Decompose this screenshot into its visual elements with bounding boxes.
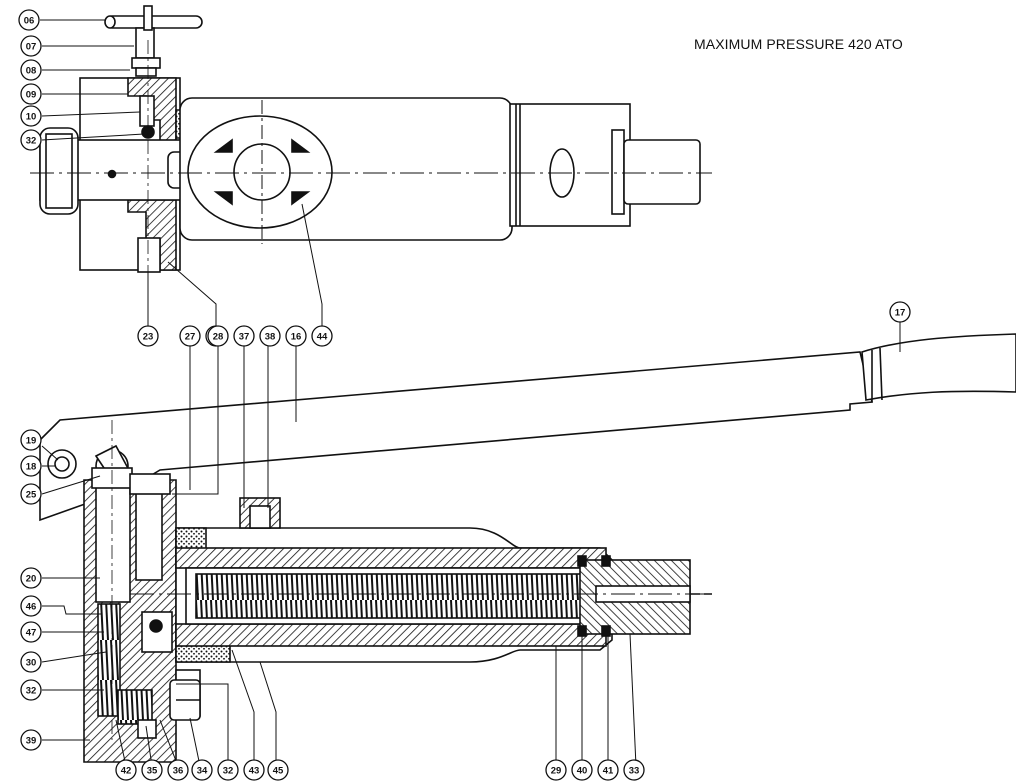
svg-text:38: 38 — [265, 332, 276, 343]
callout-40: 40 — [571, 759, 593, 781]
callouts: 06 07 08 09 10 32 23 28 44 27 28 37 38 1… — [18, 9, 911, 781]
svg-text:43: 43 — [249, 766, 260, 777]
callout-07: 07 — [20, 35, 42, 57]
callout-41: 41 — [597, 759, 619, 781]
svg-text:07: 07 — [26, 42, 37, 53]
callout-47: 47 — [20, 621, 42, 643]
svg-text:25: 25 — [26, 490, 37, 501]
svg-text:32: 32 — [26, 136, 37, 147]
seal-rings — [577, 555, 611, 637]
callout-08: 08 — [20, 59, 42, 81]
callout-23: 23 — [137, 325, 159, 347]
svg-text:27: 27 — [185, 332, 196, 343]
svg-text:44: 44 — [317, 332, 328, 343]
svg-text:40: 40 — [577, 766, 588, 777]
svg-text:41: 41 — [603, 766, 614, 777]
leader-lines — [40, 19, 901, 767]
callout-25: 25 — [20, 483, 42, 505]
svg-text:19: 19 — [26, 436, 37, 447]
svg-text:17: 17 — [895, 308, 906, 319]
callout-18: 18 — [20, 455, 42, 477]
operating-lever — [39, 333, 1016, 522]
svg-text:39: 39 — [26, 736, 37, 747]
callout-10: 10 — [20, 105, 42, 127]
svg-text:42: 42 — [121, 766, 132, 777]
callout-19: 19 — [20, 429, 42, 451]
callout-16: 16 — [285, 325, 307, 347]
callout-43: 43 — [243, 759, 265, 781]
callout-29: 29 — [545, 759, 567, 781]
cam-plate — [187, 115, 333, 229]
top-view — [30, 5, 712, 300]
callout-33: 33 — [623, 759, 645, 781]
t-handle-screw — [104, 5, 203, 77]
svg-text:10: 10 — [26, 112, 37, 123]
svg-text:23: 23 — [143, 332, 154, 343]
svg-text:45: 45 — [273, 766, 284, 777]
callout-36: 36 — [167, 759, 189, 781]
svg-text:37: 37 — [239, 332, 250, 343]
callout-09: 09 — [20, 83, 42, 105]
svg-text:33: 33 — [629, 766, 640, 777]
svg-text:18: 18 — [26, 462, 37, 473]
relief-valve-nut — [169, 679, 201, 721]
svg-text:30: 30 — [26, 658, 37, 669]
ram-cylinder — [175, 547, 712, 647]
svg-text:20: 20 — [26, 574, 37, 585]
svg-text:16: 16 — [291, 332, 302, 343]
callout-27: 27 — [179, 325, 201, 347]
svg-text:32: 32 — [223, 766, 234, 777]
callout-44: 44 — [311, 325, 333, 347]
callout-32: 32 — [20, 129, 42, 151]
callout-20: 20 — [20, 567, 42, 589]
svg-text:09: 09 — [26, 90, 37, 101]
callout-39: 39 — [20, 729, 42, 751]
callout-34: 34 — [191, 759, 213, 781]
callout-28: 28 — [207, 325, 229, 347]
svg-text:36: 36 — [173, 766, 184, 777]
svg-text:47: 47 — [26, 628, 37, 639]
lever-pivot-top — [39, 127, 213, 215]
callout-06: 06 — [18, 9, 40, 31]
callout-38: 38 — [259, 325, 281, 347]
svg-text:08: 08 — [26, 66, 37, 77]
callout-30: 30 — [20, 651, 42, 673]
svg-text:32: 32 — [26, 686, 37, 697]
callout-37: 37 — [233, 325, 255, 347]
svg-text:34: 34 — [197, 766, 208, 777]
callout-45: 45 — [267, 759, 289, 781]
pressure-note: MAXIMUM PRESSURE 420 ATO — [694, 36, 903, 52]
svg-text:29: 29 — [551, 766, 562, 777]
svg-text:35: 35 — [147, 766, 158, 777]
svg-text:46: 46 — [26, 602, 37, 613]
callout-32: 32 — [217, 759, 239, 781]
callout-42: 42 — [115, 759, 137, 781]
side-section — [39, 333, 1016, 763]
pump-body-section — [83, 467, 201, 763]
svg-text:06: 06 — [24, 16, 35, 27]
svg-text:28: 28 — [213, 332, 224, 343]
callout-35: 35 — [141, 759, 163, 781]
callout-17: 17 — [889, 301, 911, 323]
callout-32: 32 — [20, 679, 42, 701]
callout-46: 46 — [20, 595, 42, 617]
